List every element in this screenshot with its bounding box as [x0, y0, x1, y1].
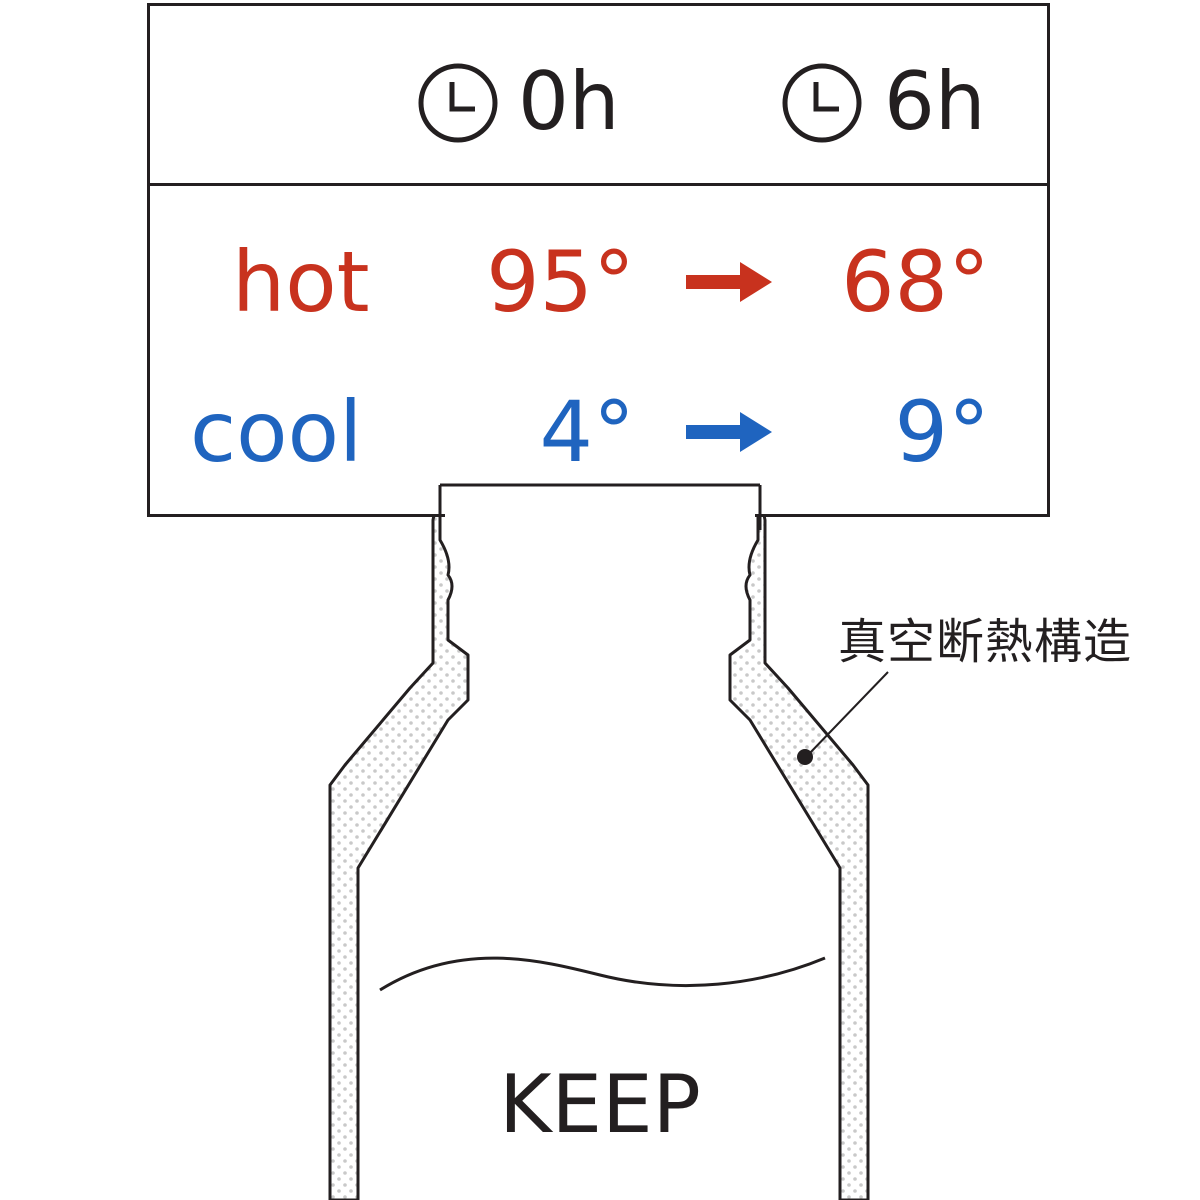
- cool-arrow-icon: [686, 412, 772, 452]
- hot-arrow-icon: [686, 262, 772, 302]
- hot-row-label: hot: [232, 233, 370, 331]
- bottle-right-wall: [728, 483, 870, 1200]
- hot-start-value: 95°: [486, 233, 635, 331]
- bottle-left-wall: [328, 483, 470, 1200]
- time-end-label: 6h: [884, 55, 986, 148]
- clock-icon: [418, 63, 498, 143]
- liquid-surface: [379, 956, 826, 992]
- time-start-label: 0h: [518, 55, 620, 148]
- cool-row-label: cool: [190, 383, 363, 481]
- temperature-table: [147, 3, 1050, 517]
- table-divider: [147, 183, 1050, 186]
- cool-start-value: 4°: [539, 383, 635, 481]
- vacuum-insulation-label: 真空断熱構造: [838, 614, 1133, 670]
- clock-icon: [782, 63, 862, 143]
- cool-end-value: 9°: [894, 383, 990, 481]
- hot-end-value: 68°: [841, 233, 990, 331]
- bottle-brand-label: KEEP: [499, 1058, 701, 1151]
